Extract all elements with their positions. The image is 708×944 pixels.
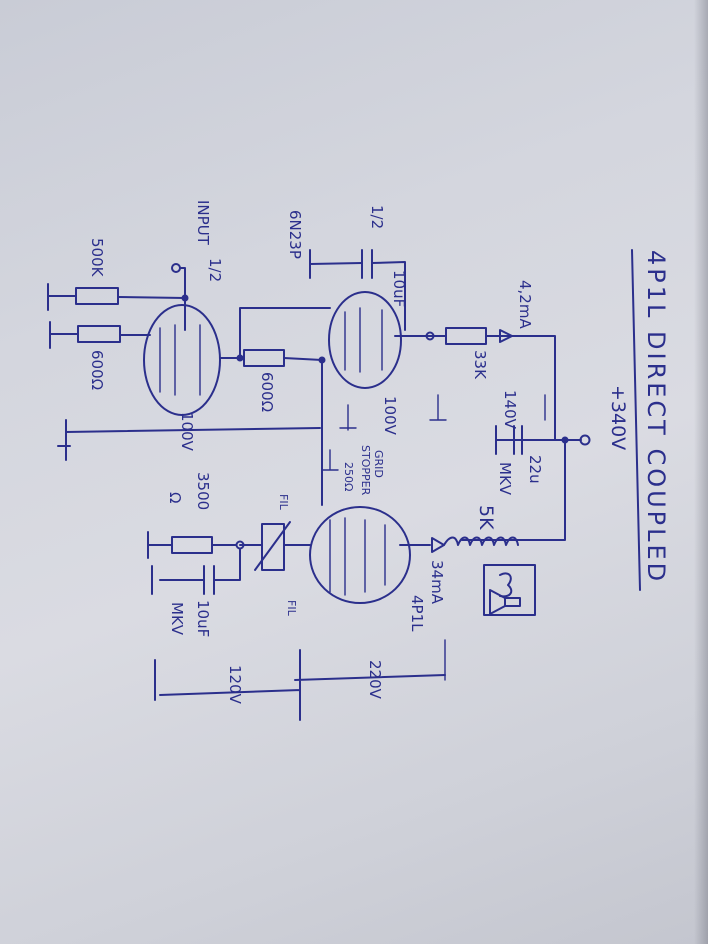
output-tube-envelope — [309, 506, 411, 604]
v100-bottom-label: 100V — [178, 412, 196, 452]
r3500-label-a: 3500 — [194, 472, 212, 510]
current-arrow-driver — [499, 329, 513, 343]
capacitor-10uf-output — [203, 565, 215, 595]
output-tube-electrodes — [329, 517, 386, 596]
v120-label: 120V — [226, 665, 244, 705]
interstage-wire-1 — [219, 307, 331, 359]
input-wire — [179, 267, 186, 331]
r600-cathode-wire — [49, 333, 151, 336]
cap-10uf-output-wire — [159, 548, 241, 581]
driver-tube-2-envelope — [328, 291, 402, 389]
voltage-markers — [321, 449, 446, 681]
output-tube-label: 4P1L — [408, 595, 426, 632]
current-driver-label: 4,2mA — [516, 280, 534, 329]
r600-coupling-label: 600Ω — [258, 372, 276, 412]
title-text: 4P1L DIRECT COUPLED — [642, 250, 670, 584]
driver-stage: 1/2 6N23P 10uF 600Ω 33K 4,2mA 140V 100V — [219, 205, 556, 441]
output-transformer-primary — [443, 536, 519, 546]
grid-stopper-label-1: GRID — [372, 450, 385, 478]
supply-voltage-label: +340V — [607, 385, 629, 450]
v220-label: 220V — [366, 660, 384, 700]
current-output-label: 34mA — [428, 560, 446, 605]
title-block: 4P1L DIRECT COUPLED +340V — [607, 250, 670, 584]
grid-stopper-label-3: 250Ω — [342, 462, 355, 491]
v100-top-marker — [339, 404, 357, 431]
cap-10uf-driver-label: 10uF — [390, 270, 408, 307]
resistor-600-coupling — [243, 349, 285, 367]
fil-label-2: FIL — [285, 600, 298, 617]
inductor-5k-label: 5K — [475, 505, 497, 530]
r500k-wire — [47, 295, 186, 299]
capacitor-22u — [513, 425, 523, 455]
current-arrow-output — [431, 537, 445, 553]
driver-tube-label: 6N23P — [286, 210, 304, 259]
v140-label: 140V — [501, 390, 519, 430]
resistor-33k — [445, 327, 487, 345]
resistor-3500 — [171, 536, 213, 554]
half-top-label: 1/2 — [368, 205, 386, 229]
title-underline — [631, 249, 641, 591]
input-stage: INPUT 1/2 500K 600Ω 100V — [47, 200, 321, 461]
input-terminal — [171, 263, 181, 273]
cap-22u-type-label: MKV — [496, 462, 514, 496]
driver-tube-2-electrodes — [344, 307, 383, 373]
r600-cathode-label: 600Ω — [88, 350, 106, 390]
driver-tube-envelope — [143, 304, 221, 416]
cap-22u-label: 22u — [526, 455, 544, 484]
desk-edge — [694, 0, 708, 944]
cap-10uf-output-label: 10uF — [194, 600, 212, 637]
v140-marker — [429, 394, 546, 421]
r33k-to-supply — [485, 335, 556, 441]
r500k-label: 500K — [88, 238, 106, 278]
grid-stopper-label-2: STOPPER — [359, 445, 372, 496]
output-secondary-coil — [499, 572, 513, 598]
half-input-label: 1/2 — [206, 258, 224, 282]
v100-top-label: 100V — [381, 396, 399, 436]
output-transformer-box — [483, 564, 536, 616]
resistor-500k — [75, 287, 119, 305]
cap-10uf-output-type-label: MKV — [168, 602, 186, 636]
output-stage: GRID STOPPER 250Ω 3500 Ω FIL FIL 34mA 4P… — [147, 359, 536, 721]
cap-10uf-wire — [309, 261, 406, 331]
driver-tube-electrodes — [159, 324, 201, 396]
coupling-wire — [283, 357, 323, 361]
output-voltage-lines — [154, 649, 446, 721]
filament-pot-arrow — [254, 521, 291, 571]
input-label: INPUT — [194, 200, 212, 246]
interstage-node — [236, 354, 244, 362]
ground-bus — [57, 419, 321, 461]
fil-label-1: FIL — [277, 494, 290, 511]
capacitor-10uf-driver — [361, 249, 373, 279]
supply-section: 22u MKV 5K — [461, 425, 591, 541]
r3500-label-b: Ω — [166, 492, 184, 503]
r33k-label: 33K — [471, 350, 489, 380]
resistor-600-cathode — [77, 325, 121, 343]
filament-resistor — [261, 523, 285, 571]
speaker-icon — [489, 589, 521, 615]
